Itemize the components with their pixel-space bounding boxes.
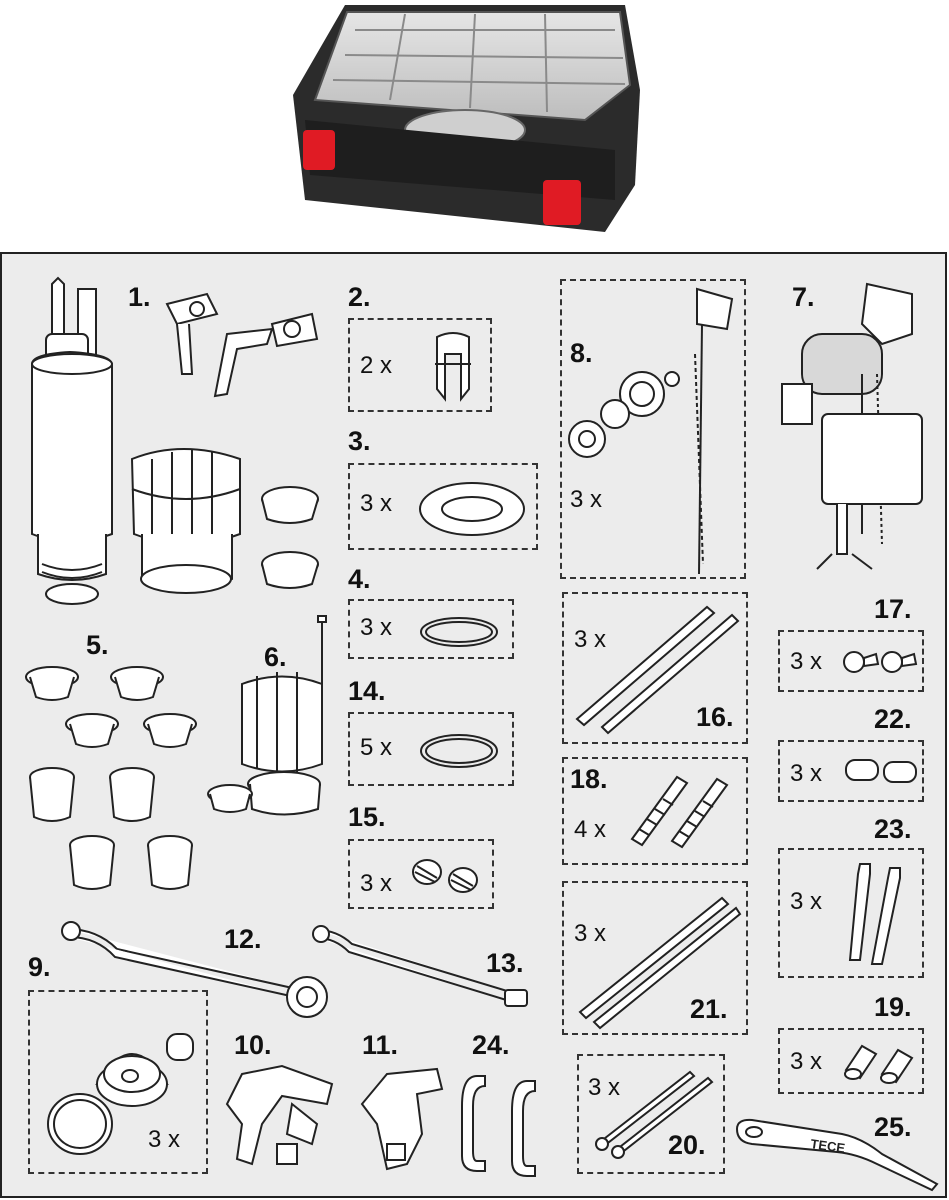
label-part-6: 6. xyxy=(264,642,287,672)
tool-brand-text: TECE xyxy=(810,1136,847,1156)
threaded-rods-illustration xyxy=(572,894,742,1029)
qty-part-20: 3 x xyxy=(588,1074,621,1101)
label-part-22: 22. xyxy=(874,704,912,734)
box-part-16 xyxy=(562,592,748,744)
box-part-18 xyxy=(562,757,748,865)
qty-part-16: 3 x xyxy=(574,626,607,653)
spring-pair-illustration xyxy=(627,769,742,849)
case-latch-right xyxy=(543,180,581,225)
qty-part-2: 2 x xyxy=(360,352,393,379)
box-part-17 xyxy=(778,630,924,692)
label-part-1: 1. xyxy=(128,282,151,312)
label-part-24: 24. xyxy=(472,1030,510,1060)
valve-cage-illustration xyxy=(122,419,332,619)
label-part-19: 19. xyxy=(874,992,912,1022)
o-ring-illustration xyxy=(417,612,501,652)
strap-hooks-illustration xyxy=(842,860,922,968)
box-part-9 xyxy=(28,990,208,1174)
grip-handles-illustration xyxy=(457,1066,557,1181)
label-part-14: 14. xyxy=(348,676,386,706)
label-part-3: 3. xyxy=(348,426,371,456)
long-screw-rods-illustration xyxy=(572,599,742,734)
qty-part-17: 3 x xyxy=(790,648,823,675)
short-screws-illustration xyxy=(840,640,920,684)
cap-pair-illustration xyxy=(407,854,487,896)
nut-pair-illustration xyxy=(842,1040,920,1084)
label-part-15: 15. xyxy=(348,802,386,832)
long-screws-illustration xyxy=(592,1064,717,1159)
label-part-13: 13. xyxy=(486,948,524,978)
qty-part-14: 5 x xyxy=(360,734,393,761)
parts-case xyxy=(293,5,640,232)
qty-part-19: 3 x xyxy=(790,1048,823,1075)
box-part-21 xyxy=(562,881,748,1035)
fill-valve-illustration xyxy=(762,274,932,574)
label-part-9: 9. xyxy=(28,952,51,982)
label-part-20: 20. xyxy=(668,1130,706,1160)
label-part-25: 25. xyxy=(874,1112,912,1142)
oval-gaskets-illustration xyxy=(842,752,920,788)
drain-valve-illustration xyxy=(202,614,342,824)
valve-hook-illustration xyxy=(427,329,479,404)
qty-part-22: 3 x xyxy=(790,760,823,787)
label-part-7: 7. xyxy=(792,282,815,312)
label-part-8: 8. xyxy=(570,338,593,368)
o-ring-large-illustration xyxy=(417,729,501,773)
box-part-15 xyxy=(348,839,494,909)
label-part-12: 12. xyxy=(224,924,262,954)
label-part-4: 4. xyxy=(348,564,371,594)
tece-key-tool-illustration: TECE xyxy=(732,1114,942,1194)
valve-clip-illustration xyxy=(157,284,327,404)
label-part-18: 18. xyxy=(570,764,608,794)
qty-part-3: 3 x xyxy=(360,490,393,517)
connection-hose-illustration xyxy=(307,914,537,1019)
qty-part-9: 3 x xyxy=(148,1126,181,1153)
box-part-22 xyxy=(778,740,924,802)
float-assembly-illustration xyxy=(567,284,742,574)
label-part-10: 10. xyxy=(234,1030,272,1060)
case-latch-left xyxy=(303,130,335,170)
box-part-19 xyxy=(778,1028,924,1094)
box-part-2 xyxy=(348,318,492,412)
label-part-23: 23. xyxy=(874,814,912,844)
box-part-23 xyxy=(778,848,924,978)
box-part-4 xyxy=(348,599,514,659)
flex-hose-illustration xyxy=(57,909,337,1019)
box-part-14 xyxy=(348,712,514,786)
flat-washer-illustration xyxy=(417,479,527,539)
label-part-17: 17. xyxy=(874,594,912,624)
label-part-2: 2. xyxy=(348,282,371,312)
qty-part-23: 3 x xyxy=(790,888,823,915)
seal-ring-illustration xyxy=(42,1014,202,1164)
label-part-5: 5. xyxy=(86,630,109,660)
label-part-21: 21. xyxy=(690,994,728,1024)
flush-valve-illustration xyxy=(20,274,130,614)
box-part-8 xyxy=(560,279,746,579)
label-part-16: 16. xyxy=(696,702,734,732)
qty-part-4: 3 x xyxy=(360,614,393,641)
parts-panel: 1. 2. 3. 4. 5. 6. 7. 8. 9. 10. 11. 12. 1… xyxy=(0,252,947,1198)
qty-part-8: 3 x xyxy=(570,486,603,513)
ring-seal-set-illustration xyxy=(22,659,232,899)
qty-part-18: 4 x xyxy=(574,816,607,843)
mounting-bracket-illustration xyxy=(222,1064,337,1174)
label-part-11: 11. xyxy=(362,1030,399,1060)
qty-part-21: 3 x xyxy=(574,920,607,947)
box-part-3 xyxy=(348,463,538,550)
box-part-20 xyxy=(577,1054,725,1174)
qty-part-15: 3 x xyxy=(360,870,393,897)
holder-bracket-illustration xyxy=(357,1064,447,1174)
